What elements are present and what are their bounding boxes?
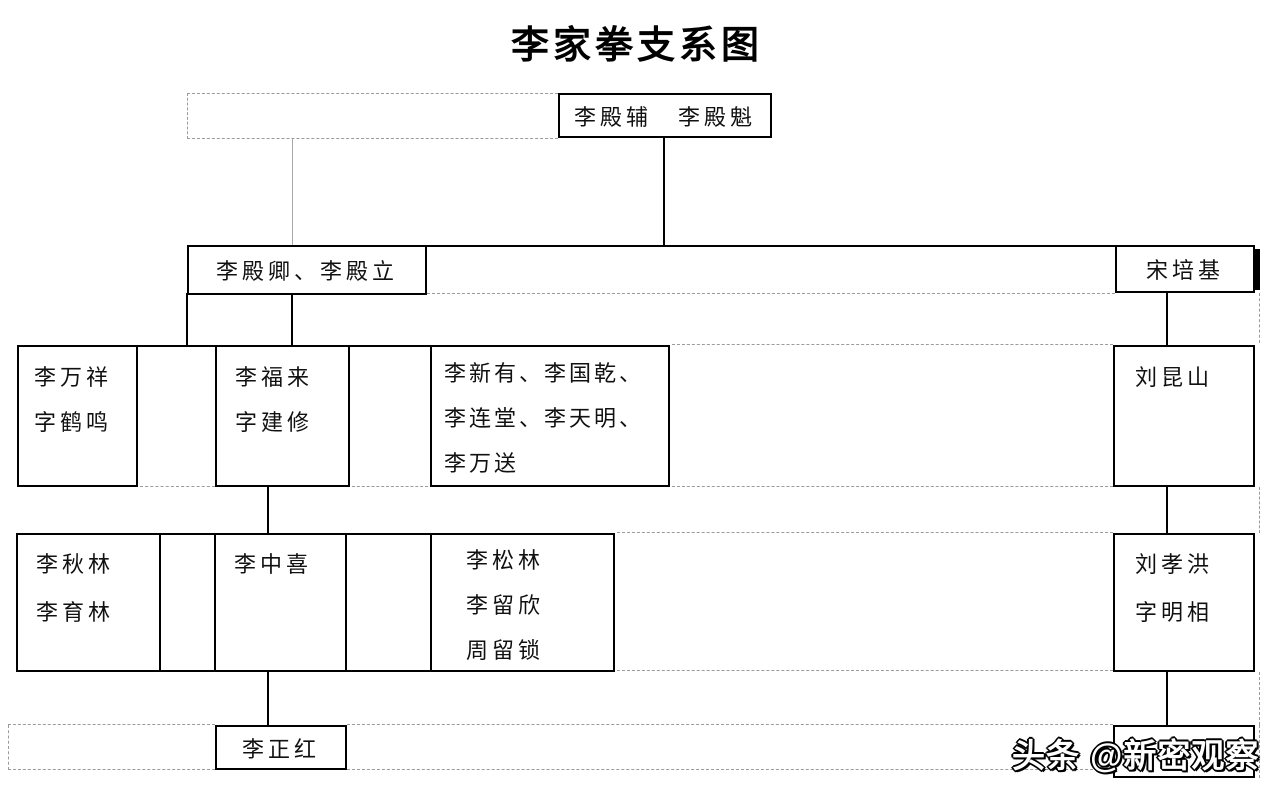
connector-line bbox=[267, 487, 269, 533]
node-label: 字鹤鸣 bbox=[34, 410, 113, 435]
node-label: 李万祥 bbox=[34, 365, 113, 390]
node-label: 刘昆山 bbox=[1135, 365, 1214, 390]
gridline-horizontal bbox=[427, 293, 1115, 294]
node-label: 字明相 bbox=[1135, 600, 1214, 625]
watermark-text: 头条 @新密观察 bbox=[1012, 737, 1260, 774]
gridline-horizontal bbox=[672, 486, 1113, 487]
node-li-wanxiang: 李万祥 字鹤鸣 bbox=[17, 345, 138, 487]
node-label: 李殿卿、李殿立 bbox=[215, 259, 398, 284]
node-label: 李福来 bbox=[235, 365, 314, 390]
node-label: 周留锁 bbox=[466, 638, 545, 663]
diagram-title: 李家拳支系图 bbox=[510, 25, 763, 67]
watermark: 头条 @新密观察 bbox=[1012, 729, 1259, 777]
node-liu-kunshan: 刘昆山 bbox=[1113, 345, 1255, 487]
empty-dashed-cell bbox=[187, 93, 558, 139]
node-li-zhenghong: 李正红 bbox=[215, 725, 347, 770]
gridline-horizontal bbox=[352, 486, 428, 487]
row-border-top bbox=[348, 345, 432, 347]
connector-line bbox=[1166, 487, 1168, 533]
node-label: 字建修 bbox=[235, 410, 314, 435]
row-border-bottom bbox=[161, 670, 214, 672]
gridline-horizontal bbox=[8, 724, 215, 725]
node-li-qiulin-li-yulin: 李秋林 李育林 bbox=[16, 533, 161, 672]
gridline-horizontal bbox=[347, 769, 1113, 770]
node-label: 李秋林 bbox=[36, 552, 115, 577]
node-label: 李连堂、李天明、 bbox=[444, 406, 645, 431]
row-border-top bbox=[136, 345, 217, 347]
connector-line bbox=[663, 136, 665, 245]
connector-line bbox=[1166, 672, 1168, 725]
connector-line bbox=[267, 672, 269, 725]
node-label: 李新有、李国乾、 bbox=[444, 361, 645, 386]
gridline-horizontal bbox=[617, 532, 1113, 533]
box-shadow-bar bbox=[1253, 249, 1260, 290]
node-song-peiji: 宋培基 bbox=[1115, 245, 1255, 293]
node-label: 李万送 bbox=[444, 451, 520, 476]
gridline-horizontal bbox=[672, 344, 1113, 345]
node-label: 李留欣 bbox=[466, 593, 545, 618]
gridline-horizontal bbox=[347, 724, 1113, 725]
connector-line bbox=[186, 293, 188, 345]
node-li-dianfu-li-diankui: 李殿辅 李殿魁 bbox=[558, 93, 772, 138]
connector-line bbox=[291, 293, 293, 345]
gridline-vertical bbox=[1259, 725, 1260, 778]
node-label: 李松林 bbox=[466, 548, 545, 573]
node-liu-xiaohong: 刘孝洪 字明相 bbox=[1113, 533, 1255, 672]
node-label: 李正红 bbox=[241, 736, 320, 762]
row-border-bottom bbox=[347, 670, 430, 672]
connector-line bbox=[1166, 291, 1168, 345]
node-li-xinyou-group: 李新有、李国乾、 李连堂、李天明、 李万送 bbox=[430, 345, 670, 487]
node-li-fulai: 李福来 字建修 bbox=[215, 345, 350, 487]
gridline-horizontal bbox=[617, 670, 1113, 671]
node-empty-bottom-right bbox=[1113, 725, 1255, 778]
connector-line-faint bbox=[292, 139, 293, 245]
node-label: 李殿辅 李殿魁 bbox=[573, 104, 756, 130]
gridline-horizontal bbox=[8, 769, 215, 770]
gridline-vertical bbox=[1259, 487, 1260, 533]
row-border-top bbox=[347, 533, 430, 535]
node-label: 刘孝洪 bbox=[1135, 552, 1214, 577]
node-label: 李育林 bbox=[36, 600, 115, 625]
row-border-top bbox=[425, 245, 1115, 247]
row-border-top bbox=[161, 533, 214, 535]
gridline-vertical bbox=[1259, 672, 1260, 725]
gridline-vertical bbox=[1259, 293, 1260, 343]
node-label: 宋培基 bbox=[1145, 258, 1224, 283]
node-li-dianqing-li-dianli: 李殿卿、李殿立 bbox=[187, 245, 427, 295]
gridline-horizontal bbox=[140, 486, 215, 487]
node-li-zhongxi: 李中喜 bbox=[214, 533, 347, 672]
gridline-vertical bbox=[8, 725, 9, 770]
node-label: 李中喜 bbox=[234, 552, 313, 577]
node-li-songlin-group: 李松林 李留欣 周留锁 bbox=[430, 533, 615, 672]
